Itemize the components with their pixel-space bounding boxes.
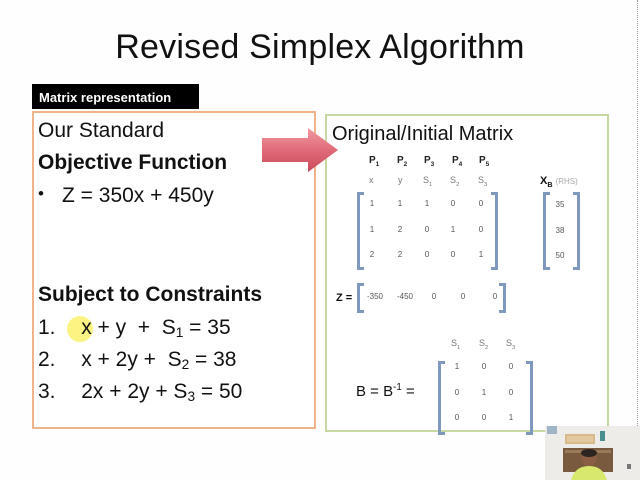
standard-form-box	[32, 111, 316, 429]
z-bracket-right	[499, 283, 506, 313]
z-cell: 0	[460, 292, 466, 301]
b-matrix-cell: 0	[508, 388, 514, 397]
a-matrix-cell: 0	[450, 250, 456, 259]
constraint-rhs: = 38	[189, 348, 237, 371]
constraint-lhs: x + y + S	[81, 316, 176, 339]
z-bracket-left	[357, 283, 364, 313]
constraint-number: 3.	[38, 380, 56, 403]
constraint-rhs: = 50	[195, 380, 243, 403]
z-label: Z =	[336, 292, 353, 304]
a-matrix-cell: 1	[369, 225, 375, 234]
matrix-title: Original/Initial Matrix	[332, 123, 514, 145]
column-var: S1	[423, 175, 433, 188]
b-matrix-bracket-left	[438, 361, 445, 435]
b-matrix-cell: 1	[481, 388, 487, 397]
a-matrix-cell: 0	[450, 199, 456, 208]
column-header: P4	[452, 155, 463, 168]
webcam-overlay	[545, 426, 640, 480]
a-matrix-cell: 0	[478, 199, 484, 208]
xb-note: (RHS)	[555, 177, 578, 186]
z-cell: 0	[431, 292, 437, 301]
a-matrix-cell: 1	[450, 225, 456, 234]
constraint-number: 1.	[38, 316, 56, 339]
z-cell: -350	[366, 292, 383, 301]
a-matrix-cell: 1	[397, 199, 403, 208]
a-matrix-cell: 1	[478, 250, 484, 259]
z-cell: -450	[396, 292, 413, 301]
b-matrix-cell: 0	[481, 413, 487, 422]
xb-value: 35	[555, 200, 565, 209]
b-matrix-cell: 0	[454, 413, 460, 422]
objective-bullet: •	[38, 184, 44, 203]
matrix-box	[325, 114, 609, 432]
b-col-var: S2	[479, 338, 489, 351]
z-cell: 0	[492, 292, 498, 301]
column-header: P2	[397, 155, 408, 168]
constraint-lhs: x + 2y + S	[81, 348, 182, 371]
slide-title: Revised Simplex Algorithm	[115, 28, 525, 66]
column-header: P1	[369, 155, 380, 168]
b-matrix-cell: 0	[454, 388, 460, 397]
a-matrix-cell: 0	[478, 225, 484, 234]
constraint-rhs: = 35	[183, 316, 231, 339]
b-matrix-bracket-right	[526, 361, 533, 435]
pointer-highlight	[67, 316, 93, 342]
constraint-row: 1. x + y + S1 = 35	[38, 316, 231, 340]
a-matrix-cell: 0	[424, 250, 430, 259]
column-var: S3	[478, 175, 488, 188]
xb-value: 50	[555, 251, 565, 260]
b-label: B = B-1 =	[356, 382, 415, 400]
xb-value: 38	[555, 226, 565, 235]
xb-bracket-right	[573, 192, 580, 270]
column-header: P5	[479, 155, 490, 168]
a-matrix-bracket-left	[357, 192, 364, 270]
b-matrix-cell: 0	[508, 362, 514, 371]
a-matrix-cell: 2	[369, 250, 375, 259]
a-matrix-cell: 0	[424, 225, 430, 234]
constraints-heading: Subject to Constraints	[38, 283, 263, 306]
b-matrix-cell: 1	[454, 362, 460, 371]
constraint-row: 3. 2x + 2y + S3 = 50	[38, 380, 243, 404]
a-matrix-cell: 1	[424, 199, 430, 208]
presenter-video-icon	[545, 426, 640, 480]
a-matrix-cell: 1	[369, 199, 375, 208]
xb-bracket-left	[543, 192, 550, 270]
b-matrix-cell: 1	[508, 413, 514, 422]
slide-edge-dots	[637, 0, 638, 430]
section-tag: Matrix representation	[32, 84, 199, 109]
objective-heading: Objective Function	[38, 151, 228, 174]
a-matrix-cell: 2	[397, 225, 403, 234]
objective-equation: Z = 350x + 450y	[62, 184, 214, 207]
column-var: x	[369, 175, 374, 185]
column-var: y	[398, 175, 403, 185]
constraint-lhs: 2x + 2y + S	[81, 380, 188, 403]
column-header: P3	[424, 155, 435, 168]
column-var: S2	[450, 175, 460, 188]
arrow-right-icon	[262, 128, 338, 172]
left-heading: Our Standard	[38, 119, 165, 142]
constraint-number: 2.	[38, 348, 56, 371]
b-matrix-cell: 0	[481, 362, 487, 371]
xb-label: XB (RHS)	[540, 175, 578, 189]
b-col-var: S1	[451, 338, 461, 351]
b-col-var: S3	[506, 338, 516, 351]
constraint-row: 2. x + 2y + S2 = 38	[38, 348, 237, 372]
a-matrix-bracket-right	[491, 192, 498, 270]
a-matrix-cell: 2	[397, 250, 403, 259]
